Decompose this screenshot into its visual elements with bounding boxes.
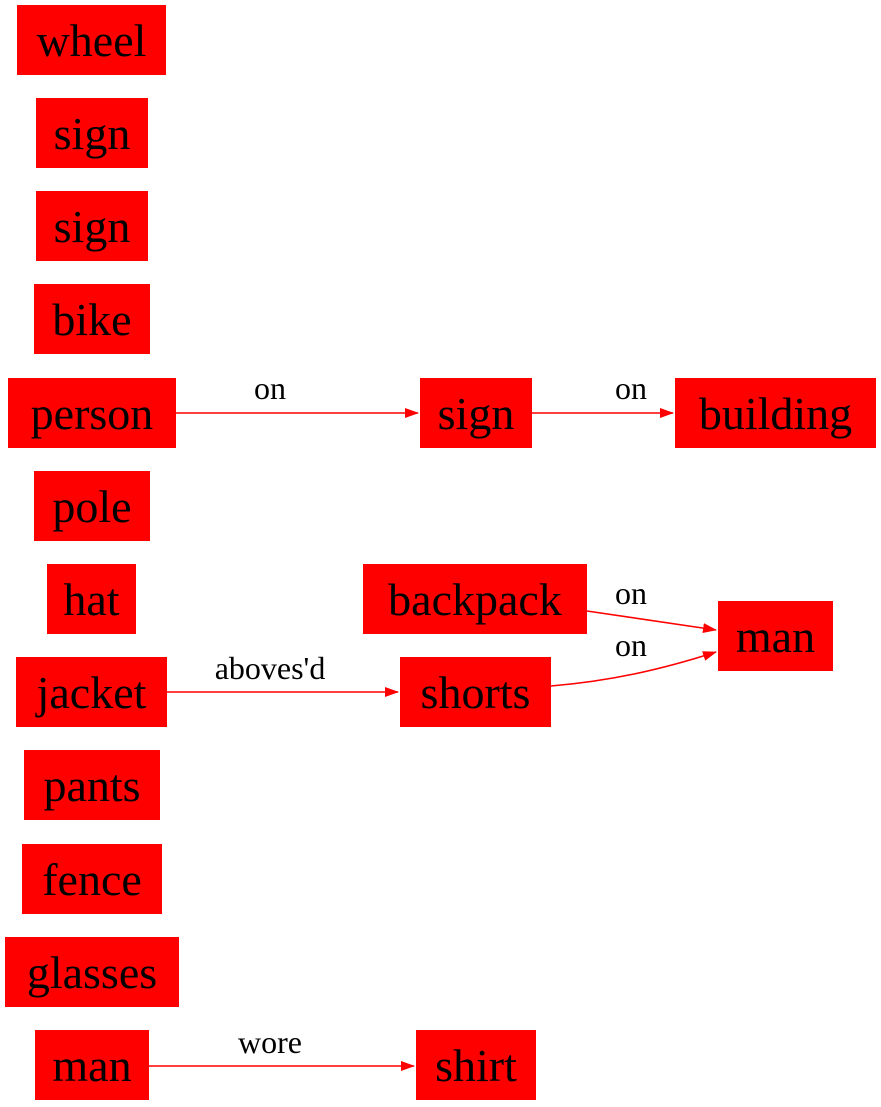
- edge-jacket-to-shorts: aboves'd: [167, 650, 399, 697]
- node-box: [5, 937, 179, 1007]
- nodes-layer: wheel sign sign bike person pole hat jacket pant…: [5, 5, 876, 1100]
- edge-label: on: [254, 370, 286, 406]
- node-label: sign: [54, 201, 131, 252]
- node-shirt: shirt: [416, 1030, 536, 1100]
- node-label: man: [736, 611, 815, 662]
- node-box: [420, 378, 532, 448]
- node-label: man: [52, 1040, 131, 1091]
- node-box: [17, 5, 166, 75]
- node-pole: pole: [34, 471, 150, 541]
- node-pants: pants: [24, 750, 160, 820]
- node-jacket: jacket: [16, 657, 167, 727]
- node-label: fence: [42, 854, 142, 905]
- edges-layer: on on on on aboves'd wore: [149, 370, 717, 1071]
- node-box: [36, 191, 148, 261]
- node-label: pole: [52, 481, 131, 532]
- node-hat: hat: [47, 564, 136, 634]
- node-sign3: sign: [420, 378, 532, 448]
- node-sign2: sign: [36, 191, 148, 261]
- node-box: [34, 471, 150, 541]
- node-sign1: sign: [36, 98, 148, 168]
- edge-line: [586, 610, 717, 634]
- edge-label: aboves'd: [215, 650, 326, 686]
- node-label: sign: [54, 108, 131, 159]
- node-label: backpack: [388, 574, 562, 625]
- edge-label: on: [615, 575, 647, 611]
- node-fence: fence: [22, 844, 162, 914]
- node-label: bike: [52, 294, 131, 345]
- node-box: [400, 657, 551, 727]
- node-wheel: wheel: [17, 5, 166, 75]
- node-label: wheel: [37, 15, 147, 66]
- node-box: [16, 657, 167, 727]
- node-box: [8, 378, 176, 448]
- node-backpack: backpack: [363, 564, 587, 634]
- node-glasses: glasses: [5, 937, 179, 1007]
- node-box: [22, 844, 162, 914]
- edge-shorts-to-man2: on: [550, 627, 717, 687]
- edge-line: [550, 651, 717, 687]
- node-label: building: [699, 388, 852, 439]
- edge-man1-to-shirt: wore: [149, 1024, 415, 1071]
- node-bike: bike: [34, 284, 150, 354]
- node-box: [363, 564, 587, 634]
- node-label: hat: [63, 574, 119, 625]
- edge-label: wore: [238, 1024, 302, 1060]
- node-label: pants: [43, 760, 140, 811]
- node-box: [718, 601, 833, 671]
- edge-backpack-to-man2: on: [586, 575, 717, 634]
- node-box: [36, 98, 148, 168]
- edge-sign3-to-building: on: [532, 370, 674, 418]
- node-label: sign: [438, 388, 515, 439]
- edge-label: on: [615, 370, 647, 406]
- node-box: [675, 378, 876, 448]
- node-label: person: [31, 388, 154, 439]
- edge-label: on: [615, 627, 647, 663]
- node-label: shorts: [421, 667, 531, 718]
- node-building: building: [675, 378, 876, 448]
- node-label: glasses: [27, 947, 157, 998]
- node-box: [47, 564, 136, 634]
- node-man2: man: [718, 601, 833, 671]
- node-shorts: shorts: [400, 657, 551, 727]
- node-box: [416, 1030, 536, 1100]
- node-man1: man: [35, 1030, 149, 1100]
- node-box: [35, 1030, 149, 1100]
- node-box: [24, 750, 160, 820]
- node-box: [34, 284, 150, 354]
- node-person: person: [8, 378, 176, 448]
- node-label: shirt: [435, 1040, 517, 1091]
- edge-person-to-sign3: on: [176, 370, 419, 418]
- node-label: jacket: [35, 667, 147, 718]
